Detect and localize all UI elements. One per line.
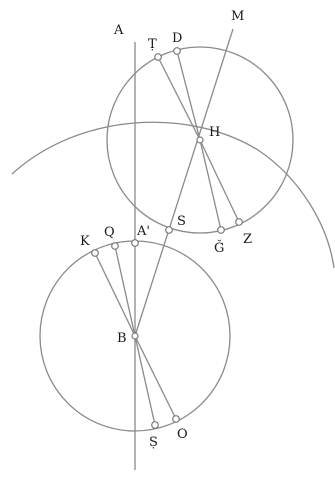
label-G: Ǧ (214, 239, 224, 256)
point-K (91, 249, 99, 257)
point-Z (235, 218, 243, 226)
point-H (196, 136, 204, 144)
label-H: H (209, 125, 220, 140)
label-K: K (80, 234, 90, 249)
large-arc (11, 121, 335, 269)
line-B-Q (114, 245, 136, 337)
point-O (172, 415, 180, 423)
label-B: B (117, 331, 127, 346)
line-B-M (134, 28, 234, 337)
circle-upper (106, 46, 294, 234)
label-A: A (113, 23, 124, 38)
label-Sd: Ṣ (149, 435, 158, 450)
label-Q: Q (104, 225, 115, 240)
line-H-T (157, 56, 201, 141)
label-S: S (177, 214, 186, 229)
point-B (131, 332, 139, 340)
label-D: D (172, 31, 182, 46)
line-H-G (199, 139, 222, 231)
label-M: M (231, 9, 244, 24)
point-A1 (131, 239, 139, 247)
label-T: Ṭ (148, 37, 157, 52)
line-H-Z (199, 139, 240, 223)
label-Z: Z (243, 232, 252, 247)
point-Q (111, 242, 119, 250)
point-G (217, 226, 225, 234)
point-T (154, 53, 162, 61)
label-O: O (177, 427, 188, 442)
line-B-O (134, 335, 177, 420)
point-D (173, 47, 181, 55)
point-S (165, 226, 173, 234)
point-Sd (151, 421, 159, 429)
label-A1: A' (136, 224, 150, 239)
line-H-D (176, 50, 201, 141)
line-B-Sd (134, 335, 156, 426)
line-B-K (94, 252, 136, 337)
